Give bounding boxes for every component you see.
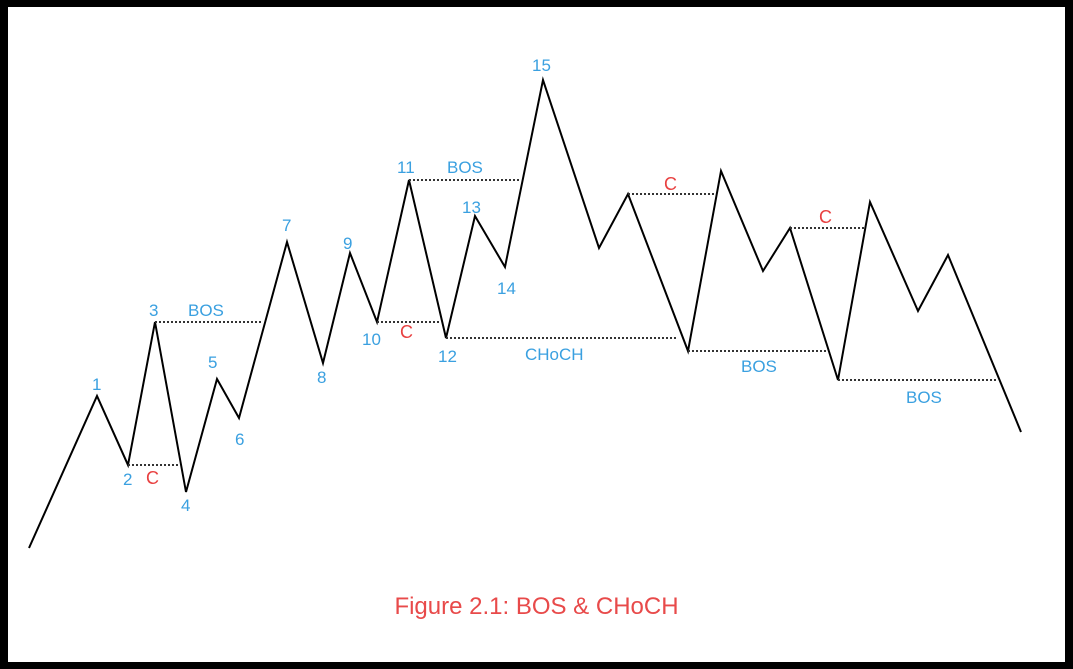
- c-label-1: C: [146, 468, 159, 488]
- swing-label-2: 2: [123, 470, 132, 489]
- bos-label-1: BOS: [188, 301, 224, 320]
- price-path: [28, 76, 1022, 549]
- swing-label-8: 8: [317, 368, 326, 387]
- swing-label-7: 7: [282, 216, 291, 235]
- swing-label-15: 15: [532, 56, 551, 75]
- swing-label-10: 10: [362, 330, 381, 349]
- swing-label-12: 12: [438, 347, 457, 366]
- swing-label-4: 4: [181, 496, 190, 515]
- swing-label-14: 14: [497, 279, 516, 298]
- bos-label-4: BOS: [906, 388, 942, 407]
- diagram-frame: 1 2 3 4 5 6 7 8 9 10 11 12 13 14 15 BOS …: [8, 7, 1065, 662]
- market-structure-diagram: 1 2 3 4 5 6 7 8 9 10 11 12 13 14 15 BOS …: [28, 56, 1022, 549]
- c-label-4: C: [819, 207, 832, 227]
- c-label-3: C: [664, 174, 677, 194]
- swing-label-13: 13: [462, 198, 481, 217]
- swing-label-3: 3: [149, 301, 158, 320]
- swing-label-9: 9: [343, 234, 352, 253]
- swing-label-11: 11: [397, 158, 415, 177]
- bos-label-3: BOS: [741, 357, 777, 376]
- bos-label-2: BOS: [447, 158, 483, 177]
- c-label-2: C: [400, 322, 413, 342]
- choch-label: CHoCH: [525, 345, 584, 364]
- swing-label-1: 1: [92, 375, 101, 394]
- swing-label-5: 5: [208, 353, 217, 372]
- figure-caption: Figure 2.1: BOS & CHoCH: [394, 593, 679, 620]
- swing-label-6: 6: [235, 430, 244, 449]
